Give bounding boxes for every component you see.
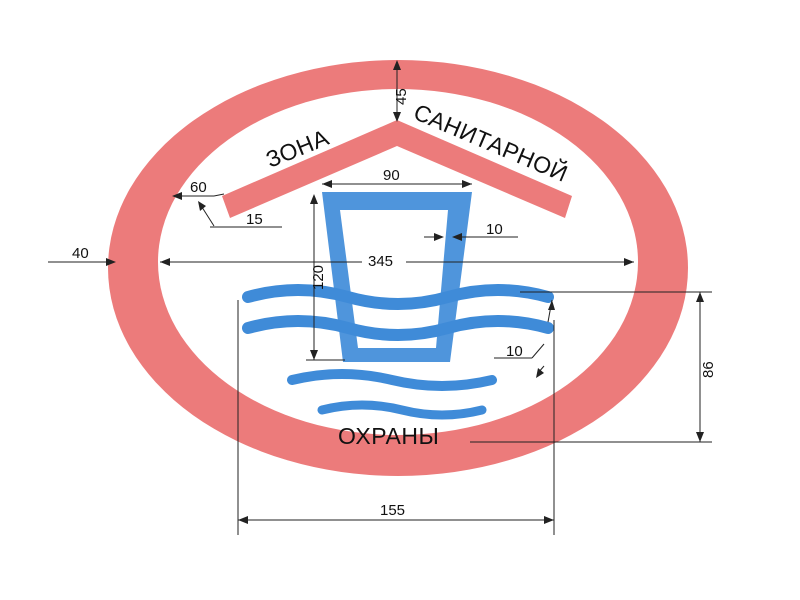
dimension-label-wave-thickness: 10 [506,343,523,360]
wave-4 [317,400,487,420]
wave-2 [242,315,554,341]
dimension-waves-width: 155 [237,300,555,535]
dimension-label-waves-height: 86 [700,361,717,378]
wave-1 [242,284,554,310]
wave-3 [287,369,497,391]
dimension-top-gap: 45 [393,60,410,122]
dimension-roof-length: 60 [172,179,225,200]
dimension-well-wall: 10 [424,221,518,241]
dimension-well-height: 120 [306,194,345,361]
water-waves [242,284,554,420]
roof-shape [222,120,572,218]
dimension-label-roof-length: 60 [190,179,207,196]
dimension-ring-width: 40 [48,245,116,266]
dimension-label-roof-width: 15 [246,211,263,228]
dimension-wave-thickness: 10 [494,299,555,378]
dimension-label-well-top-width: 90 [383,167,400,184]
dimension-label-ring-width: 40 [72,245,89,262]
dimension-label-well-wall: 10 [486,221,503,238]
dimension-waves-height: 86 [470,291,717,443]
dimension-label-well-height: 120 [310,265,327,290]
dimension-label-inner-width: 345 [368,253,393,270]
label-okhrany: ОХРАНЫ [338,423,439,449]
dimension-label-top-gap: 45 [393,88,410,105]
dimension-roof-width: 15 [198,201,282,228]
dimension-inner-width: 345 [160,248,634,270]
well-shape [322,192,472,362]
dimension-label-waves-width: 155 [380,502,405,519]
dimension-well-top-width: 90 [322,167,472,188]
